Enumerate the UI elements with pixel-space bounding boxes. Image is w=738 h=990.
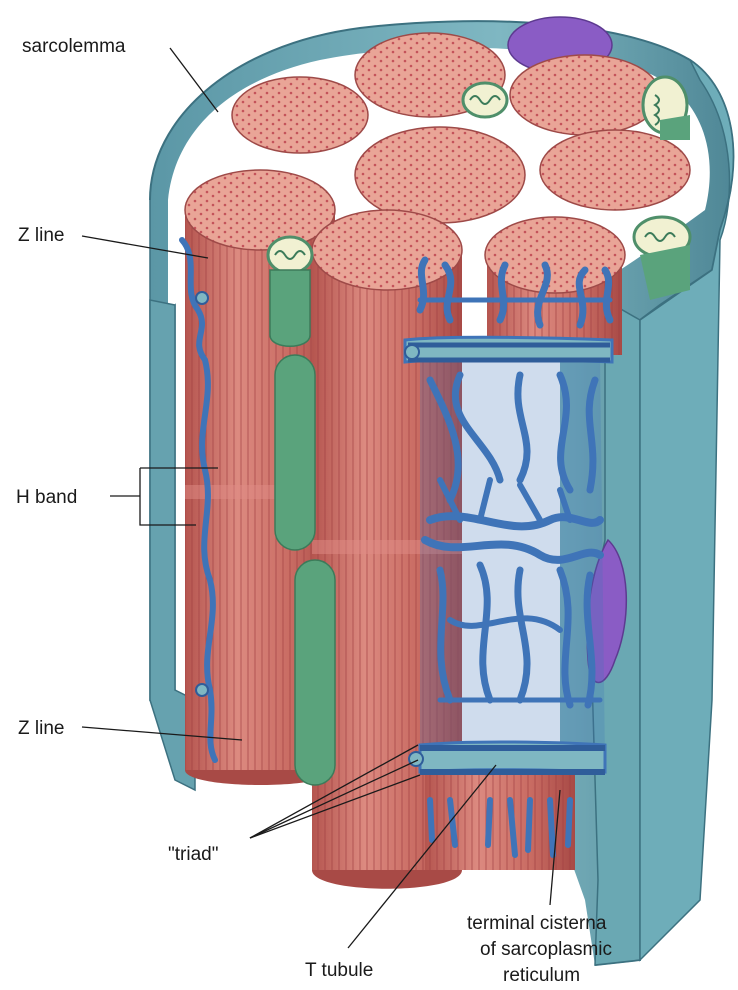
label-triad: "triad" [168,844,218,865]
label-h-band: H band [16,487,77,508]
label-terminal-cisterna-line2: of sarcoplasmic [480,939,612,960]
label-terminal-cisterna-line3: reticulum [503,965,580,986]
label-sarcolemma: sarcolemma [22,36,126,57]
label-t-tubule: T tubule [305,960,373,981]
label-z-line-top: Z line [18,225,64,246]
label-terminal-cisterna-line1: terminal cisterna [467,913,607,934]
label-z-line-bottom: Z line [18,718,64,739]
